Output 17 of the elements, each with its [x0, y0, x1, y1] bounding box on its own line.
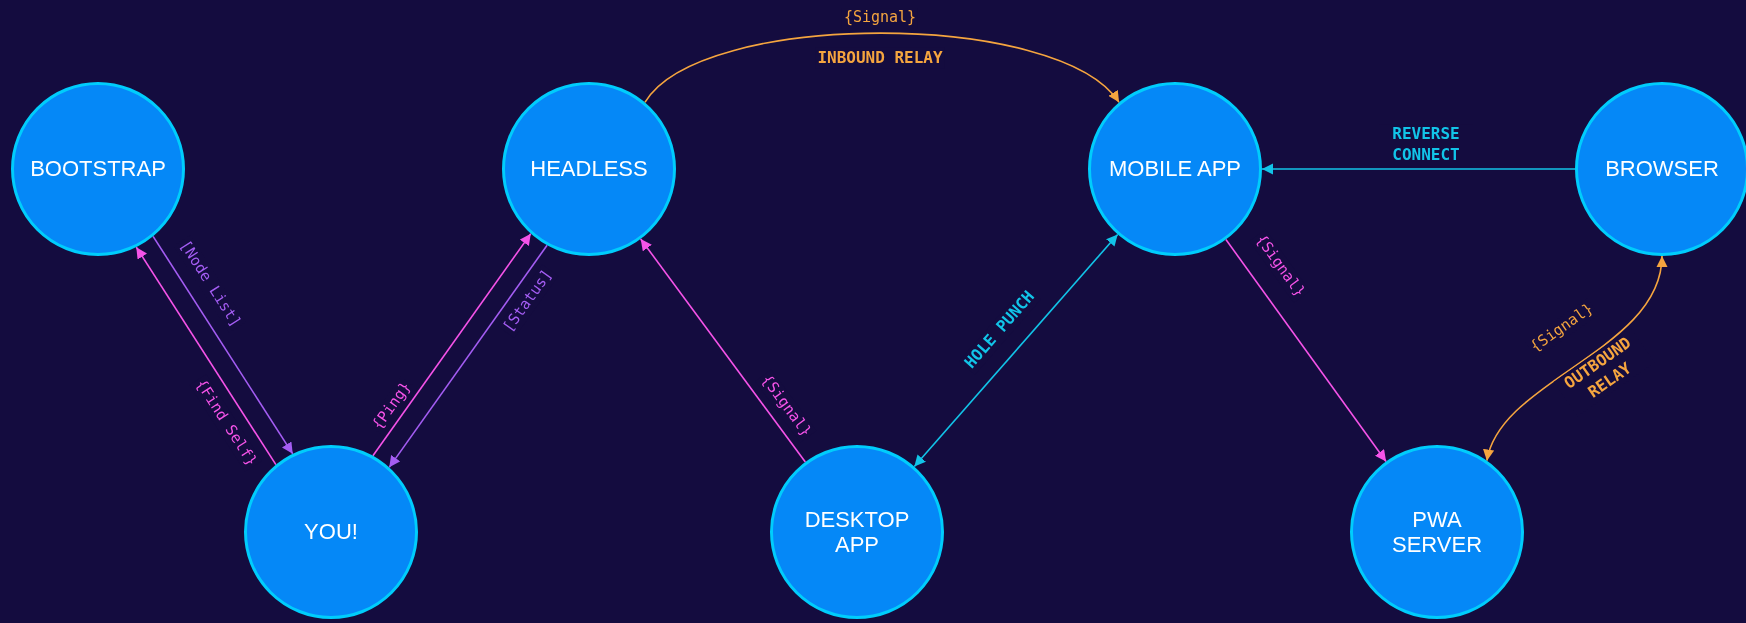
node-label: MOBILE APP	[1108, 156, 1242, 182]
arrow	[913, 233, 1119, 468]
arrow	[639, 238, 807, 463]
arrow	[135, 246, 277, 466]
node-label: YOU!	[304, 519, 358, 545]
arrow	[1225, 238, 1387, 463]
arrow	[388, 244, 548, 469]
node-label: HEADLESS	[530, 156, 648, 182]
node-label: BOOTSTRAP	[30, 156, 166, 182]
arrow	[152, 235, 294, 455]
node-label: DESKTOP APP	[803, 506, 911, 558]
node-label: BROWSER	[1605, 156, 1719, 182]
arrow	[644, 32, 1120, 104]
arrow	[372, 232, 532, 457]
arrow	[1484, 255, 1666, 462]
arrow	[1261, 163, 1576, 175]
node-label: PWA SERVER	[1390, 506, 1484, 558]
